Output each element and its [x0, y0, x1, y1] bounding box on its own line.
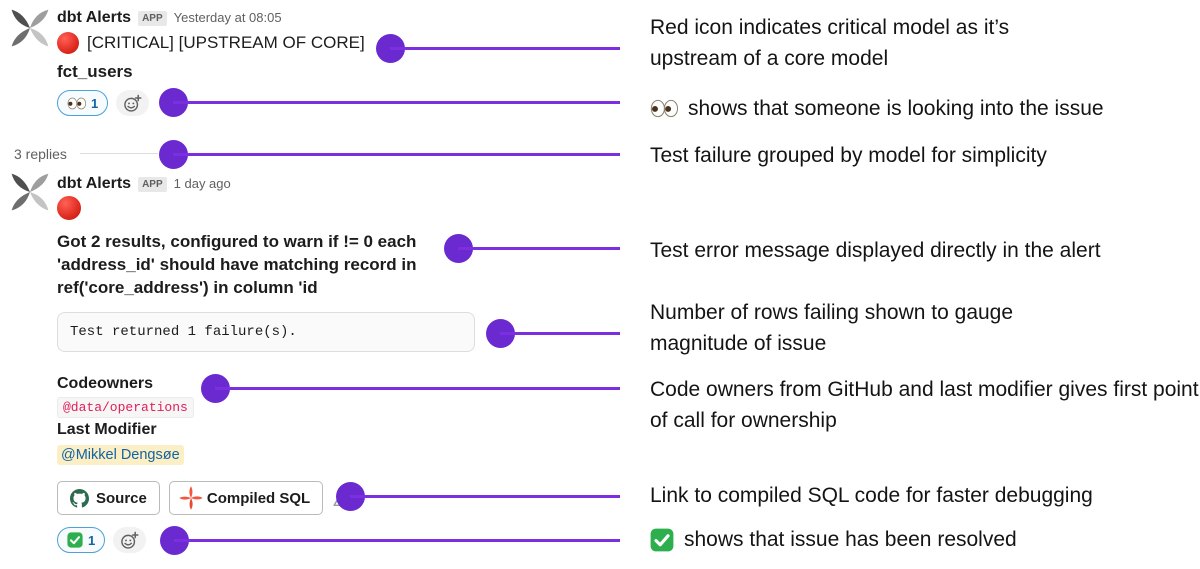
annotation-line — [458, 246, 620, 250]
dbt-alerts-avatar[interactable] — [10, 172, 50, 212]
compiled-sql-button[interactable]: Compiled SQL — [168, 481, 324, 515]
add-reaction-button[interactable] — [116, 90, 150, 116]
codeowners-value: @data/operations — [57, 397, 194, 418]
test-result-code-block: Test returned 1 failure(s). — [57, 312, 475, 352]
message1-timestamp[interactable]: Yesterday at 08:05 — [173, 10, 282, 25]
annotation-grouped-by-model: Test failure grouped by model for simpli… — [650, 144, 1047, 167]
annotation-rows-failing: Number of rows failing shown to gauge ma… — [650, 301, 1014, 355]
annotation-text: shows that issue has been resolved — [684, 528, 1017, 551]
annotation-line — [390, 46, 620, 50]
replies-divider — [80, 153, 158, 154]
message2-buttons: Source Compiled SQL — [57, 481, 353, 515]
last-modifier-label: Last Modifier — [57, 421, 157, 438]
sender-name[interactable]: dbt Alerts — [57, 175, 132, 192]
annotation-line — [215, 386, 620, 390]
dbt-alerts-avatar[interactable] — [10, 8, 50, 48]
github-icon — [70, 488, 89, 508]
compiled-sql-button-label: Compiled SQL — [206, 489, 311, 507]
reaction-count: 1 — [91, 95, 99, 111]
codeowners-label: Codeowners — [57, 375, 154, 392]
check-reaction-pill[interactable]: 1 — [57, 527, 106, 553]
last-modifier-mention[interactable]: @Mikkel Dengsøe — [57, 445, 184, 465]
eyes-emoji-icon — [67, 97, 86, 109]
message2-timestamp[interactable]: 1 day ago — [173, 176, 231, 191]
add-emoji-icon — [121, 531, 139, 549]
source-button-label: Source — [96, 489, 147, 507]
annotation-line — [174, 538, 620, 542]
replies-link[interactable]: 3 replies — [14, 146, 67, 162]
check-emoji-icon — [650, 528, 674, 551]
message1-alert-line: [CRITICAL] [UPSTREAM OF CORE] — [57, 32, 365, 54]
message1-header: dbt Alerts APP Yesterday at 08:05 — [57, 9, 282, 27]
annotation-codeowners: Code owners from GitHub and last modifie… — [650, 378, 1199, 432]
dbt-pinwheel-icon — [11, 173, 49, 211]
annotation-line — [350, 494, 620, 498]
add-emoji-icon — [124, 94, 142, 112]
app-badge: APP — [138, 177, 167, 192]
source-button[interactable]: Source — [57, 481, 160, 515]
eyes-emoji-icon — [650, 99, 678, 118]
red-circle-emoji — [57, 196, 81, 220]
annotation-line — [173, 100, 620, 104]
annotation-error-message: Test error message displayed directly in… — [650, 239, 1101, 262]
annotation-eyes-reaction: shows that someone is looking into the i… — [650, 93, 1104, 124]
app-badge: APP — [138, 11, 167, 26]
alert-tags-text: [CRITICAL] [UPSTREAM OF CORE] — [87, 33, 365, 52]
model-name-text: fct_users — [57, 62, 133, 81]
sender-name[interactable]: dbt Alerts — [57, 9, 132, 26]
annotation-line — [173, 152, 620, 156]
annotation-check-reaction: shows that issue has been resolved — [650, 524, 1017, 555]
message1-reactions: 1 — [57, 90, 150, 116]
reaction-count: 1 — [88, 532, 96, 548]
eyes-reaction-pill[interactable]: 1 — [57, 90, 109, 116]
test-error-message: Got 2 results, configured to warn if != … — [57, 232, 417, 297]
add-reaction-button[interactable] — [113, 527, 147, 553]
annotation-critical-icon: Red icon indicates critical model as it’… — [650, 16, 1010, 70]
message2-header: dbt Alerts APP 1 day ago — [57, 175, 231, 193]
red-circle-emoji — [57, 32, 79, 54]
annotation-line — [500, 331, 620, 335]
test-result-text: Test returned 1 failure(s). — [70, 324, 297, 340]
dbt-logo-icon — [179, 486, 203, 510]
annotation-text: shows that someone is looking into the i… — [688, 97, 1104, 120]
message2-reactions: 1 — [57, 527, 147, 553]
check-emoji-icon — [67, 532, 83, 548]
annotation-compiled-sql: Link to compiled SQL code for faster deb… — [650, 484, 1093, 507]
dbt-pinwheel-icon — [11, 9, 49, 47]
